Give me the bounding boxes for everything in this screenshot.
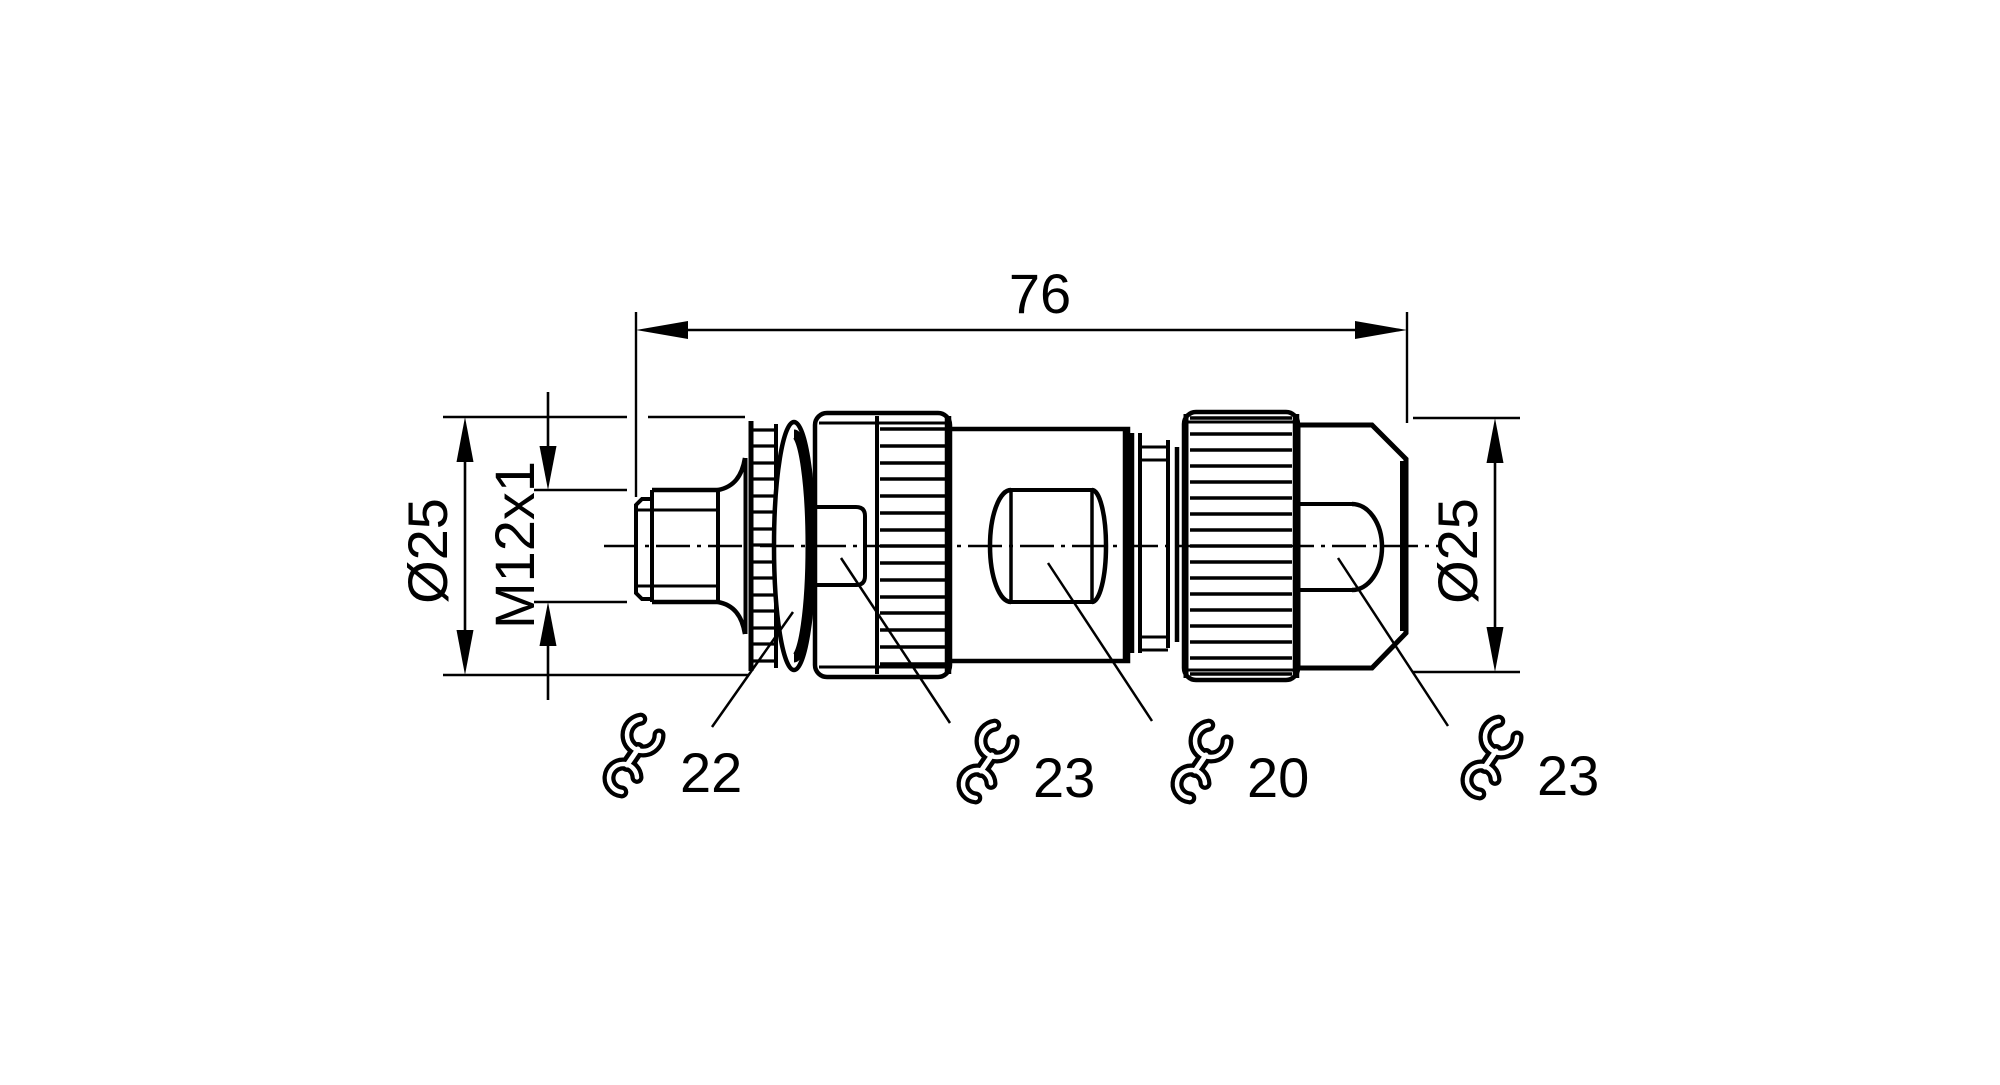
thread-tip <box>634 497 654 601</box>
wrench-size-label: 23 <box>1537 744 1599 807</box>
cable-exit-lines <box>1300 502 1352 592</box>
dimension-thread: M12x1 <box>483 392 627 700</box>
wrench-callout-1: 22 <box>608 611 795 804</box>
wrench-size-label: 20 <box>1247 746 1309 809</box>
arrowhead <box>456 630 474 675</box>
wrench-icon <box>608 719 659 793</box>
arrowhead <box>1486 627 1504 672</box>
thread-core-lines <box>636 508 718 588</box>
dimension-right-diameter: Ø25 <box>1413 416 1520 674</box>
arrowhead <box>539 602 557 646</box>
leader-line <box>710 611 795 728</box>
coupling-nut-right-edges <box>1188 420 1294 672</box>
extension-line <box>534 488 627 604</box>
leader-line <box>1336 557 1450 727</box>
step-rings <box>1129 433 1180 653</box>
thread-outline <box>652 487 718 605</box>
wrench-callout-4: 23 <box>1336 557 1599 807</box>
flare-bottom <box>717 599 748 635</box>
flare-top <box>717 457 748 493</box>
cross-hole-outline <box>1011 488 1092 604</box>
knurl-stripes <box>753 428 774 663</box>
dimension-overall-length: 76 <box>634 262 1409 497</box>
arrowhead <box>636 321 688 339</box>
wrench-callout-3: 20 <box>1046 562 1309 809</box>
wrench-icon <box>962 725 1013 799</box>
dimension-value: M12x1 <box>483 461 546 629</box>
dimension-left-diameter: Ø25 <box>396 415 748 677</box>
dimension-value: 76 <box>1009 262 1071 325</box>
leader-line <box>839 557 952 724</box>
ring-faces <box>1140 445 1168 652</box>
wrench-size-label: 23 <box>1033 746 1095 809</box>
dimension-value: Ø25 <box>1426 498 1489 604</box>
knurl-stripes <box>880 427 948 666</box>
dimension-value: Ø25 <box>396 498 459 604</box>
coupling-nut-left-edges <box>819 421 946 669</box>
arrowhead <box>1486 418 1504 463</box>
arrowhead <box>456 417 474 462</box>
wrench-callout-2: 23 <box>839 557 1095 809</box>
arrowhead <box>1355 321 1407 339</box>
wrench-icon <box>1176 725 1227 799</box>
wrench-size-label: 22 <box>680 741 742 804</box>
arrowhead <box>539 446 557 490</box>
front-nut-shading <box>792 429 815 663</box>
cable-exit-dome <box>1351 501 1385 593</box>
wrench-icon <box>1466 721 1517 795</box>
leader-line <box>1046 562 1154 722</box>
knurl-stripes <box>1190 416 1292 676</box>
